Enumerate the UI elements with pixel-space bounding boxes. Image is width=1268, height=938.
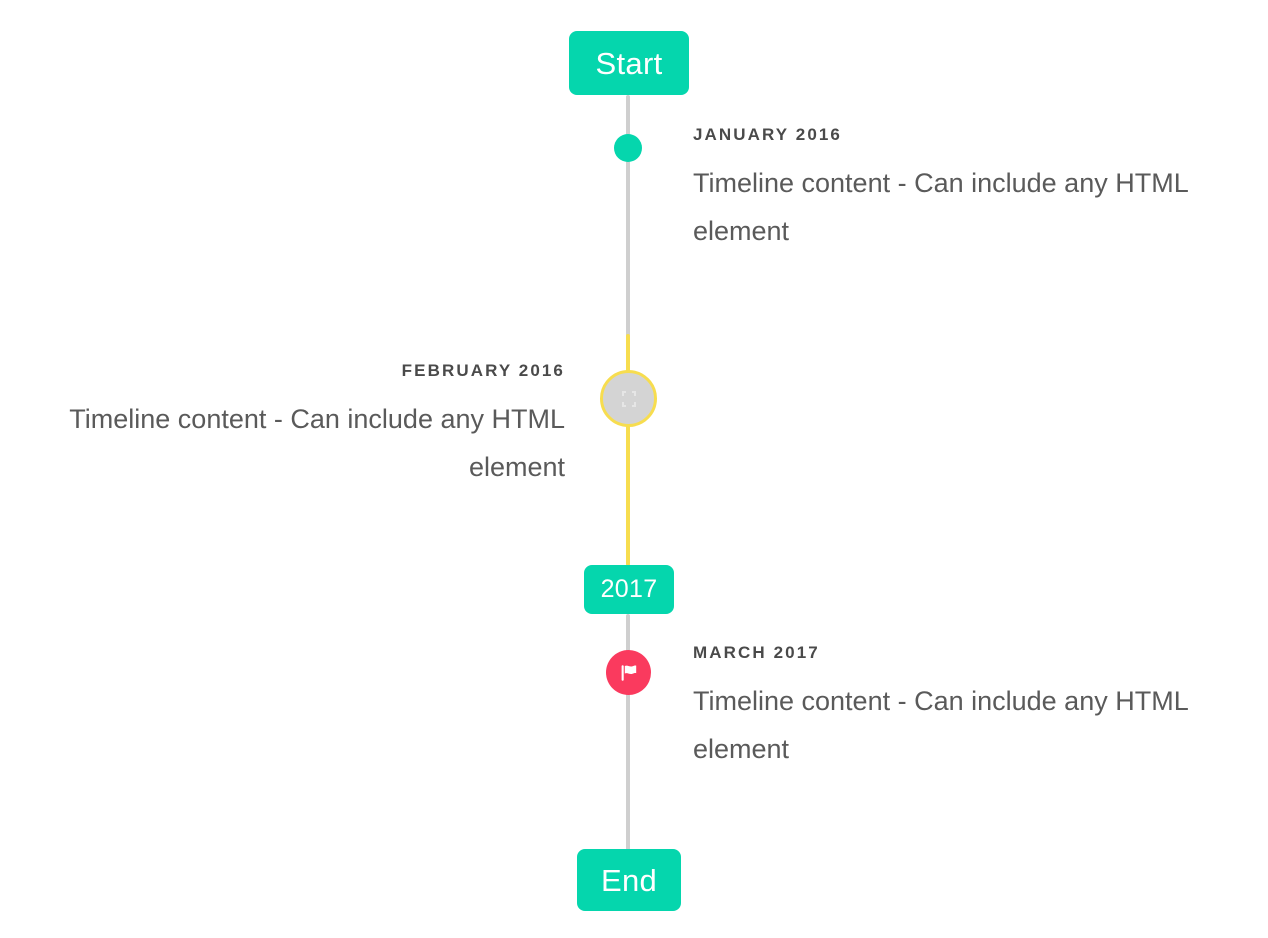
timeline-entry-date: FEBRUARY 2016 <box>401 361 565 380</box>
timeline-year-badge[interactable]: 2017 <box>584 565 674 614</box>
timeline-entry-body: Timeline content - Can include any HTML … <box>69 403 565 482</box>
dot-icon[interactable] <box>614 134 642 162</box>
timeline-start-label: Start <box>595 45 663 81</box>
flag-icon[interactable] <box>606 650 651 695</box>
timeline-entry-content-left: FEBRUARY 2016 Timeline content - Can inc… <box>30 361 565 491</box>
timeline-entry-date: JANUARY 2016 <box>693 125 842 144</box>
timeline-rail-upper <box>626 95 630 337</box>
flag-glyph <box>617 661 641 685</box>
broken-image-glyph <box>619 389 639 409</box>
timeline-entry-body: Timeline content - Can include any HTML … <box>693 685 1188 764</box>
timeline-rail-highlight <box>626 334 630 566</box>
timeline-entry-body: Timeline content - Can include any HTML … <box>693 167 1188 246</box>
timeline-entry-date: MARCH 2017 <box>693 643 820 662</box>
broken-image-icon[interactable] <box>600 370 657 427</box>
timeline-entry-content-right: MARCH 2017 Timeline content - Can includ… <box>693 643 1238 773</box>
timeline-year-label: 2017 <box>600 575 658 603</box>
timeline-rail-lower <box>626 614 630 852</box>
timeline-end-badge[interactable]: End <box>577 849 681 911</box>
timeline-end-label: End <box>600 862 658 898</box>
timeline-start-badge[interactable]: Start <box>569 31 689 95</box>
timeline-entry-content-right: JANUARY 2016 Timeline content - Can incl… <box>693 125 1238 255</box>
